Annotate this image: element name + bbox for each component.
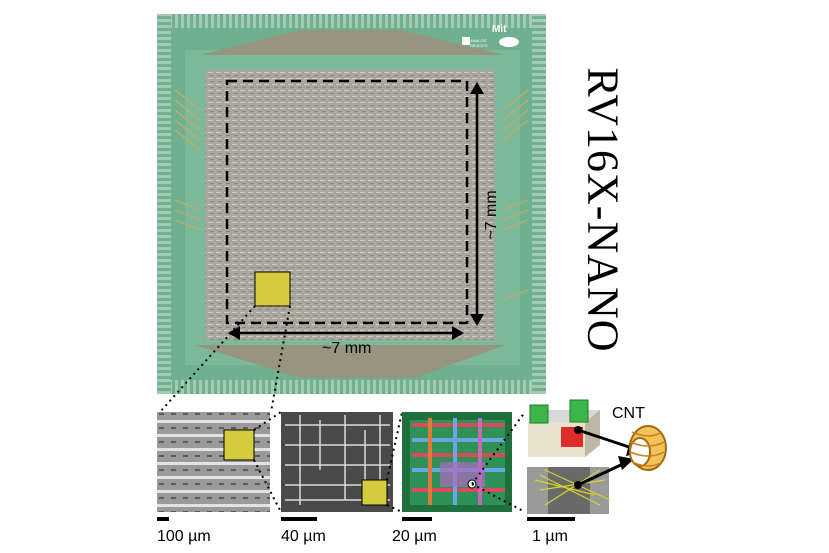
cnt-label: CNT <box>612 405 645 422</box>
mit-logo: Mit <box>492 24 507 35</box>
vertical-arrow <box>470 82 484 326</box>
scale-label-3: 20 µm <box>392 528 437 545</box>
panel-color-layout <box>402 411 526 513</box>
adi-logo-icon <box>462 37 470 45</box>
dimension-horizontal: ~7 mm <box>322 340 372 357</box>
seal-icon <box>499 37 519 47</box>
core-array <box>205 70 495 340</box>
title-wrap: RV16X-NANO <box>579 60 628 360</box>
scale-bars <box>157 517 575 521</box>
chip-die <box>157 14 546 394</box>
dimension-vertical-wrap: ~7 mm <box>478 190 506 240</box>
zoom-highlight <box>254 271 291 307</box>
scale-label-4: 1 µm <box>532 528 568 545</box>
horizontal-arrow <box>228 326 464 340</box>
panel-cnt <box>527 399 667 514</box>
analog-devices-logo: ANALOG DEVICES <box>470 38 488 48</box>
panel-sem <box>157 411 282 513</box>
dimension-vertical: ~7 mm <box>483 190 500 240</box>
chip-title: RV16X-NANO <box>578 67 628 353</box>
dashed-region <box>225 79 469 325</box>
scale-label-2: 40 µm <box>281 528 326 545</box>
scale-label-1: 100 µm <box>157 528 211 545</box>
panel-layout <box>281 411 403 513</box>
cnt-coil-icon <box>629 425 667 471</box>
